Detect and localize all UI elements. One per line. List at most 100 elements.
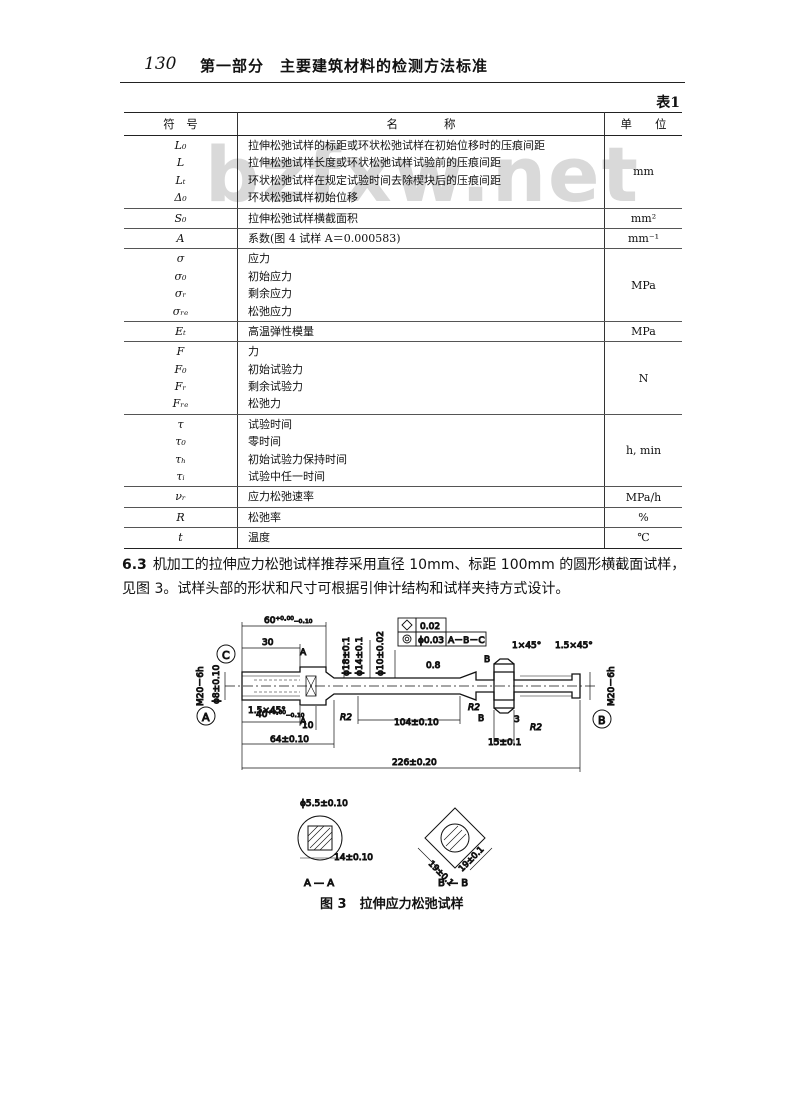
name-cell: 拉伸松弛试样横截面积 <box>237 208 605 229</box>
chamfer-mid: 1×45° <box>512 641 541 651</box>
section-a-top: A <box>300 648 307 658</box>
dia-10: ϕ10±0.02 <box>376 631 386 676</box>
table-row: νᵣ 应力松弛速率 MPa/h <box>124 486 682 508</box>
col-symbol-header: 符 号 <box>124 112 238 136</box>
table-row: S₀ 拉伸松弛试样横截面积 mm² <box>124 208 682 229</box>
name-cell: 松弛率 <box>237 507 605 529</box>
unit-cell: % <box>604 507 682 529</box>
name-text: 松弛力 <box>248 397 281 411</box>
name-text: 剩余应力 <box>248 287 292 301</box>
name-text: 温度 <box>248 531 270 545</box>
name-text: 高温弹性模量 <box>248 324 314 338</box>
section-bb-title: B — B <box>438 878 468 889</box>
name-cell: 应力松弛速率 <box>237 486 605 508</box>
symbol-cell: S₀ <box>124 208 238 229</box>
dim-15: 15±0.1 <box>488 738 521 748</box>
symbol-cell: Eₜ <box>124 321 238 343</box>
tol-runout: ϕ0.03 <box>418 636 444 646</box>
name-cell: 应力初始应力剩余应力松弛应力 <box>237 248 605 322</box>
dim-226: 226±0.20 <box>392 758 437 768</box>
datum-markers <box>196 644 612 729</box>
name-text: 试验时间 <box>248 417 292 431</box>
name-cell: 力初始试验力剩余试验力松弛力 <box>237 341 605 415</box>
dim-30: 30 <box>262 638 274 648</box>
name-text: 系数(图 4 试样 A＝0.000583) <box>248 231 401 245</box>
datum-a-label: A <box>202 711 210 724</box>
table-header-row: 符 号 名 称 单 位 <box>124 112 682 136</box>
section-aa-width: 14±0.10 <box>334 853 373 863</box>
section-bb-width-2: 19±0.1 <box>457 845 486 874</box>
thread-right: M20－6h <box>607 666 617 706</box>
name-text: 环状松弛试样初始位移 <box>248 191 358 205</box>
radius-1: R2 <box>340 713 352 723</box>
chamfer-left: 1.5×45° <box>248 706 286 716</box>
roughness: 0.8 <box>426 661 441 671</box>
symbol-text: R <box>176 510 185 524</box>
unit-cell: mm⁻¹ <box>604 228 682 250</box>
table-row: Eₜ 高温弹性模量 MPa <box>124 321 682 343</box>
dim-60: 60⁺⁰·⁰⁰₋₀.₁₀ <box>264 616 313 626</box>
tol-datum: A－B－C <box>448 636 485 646</box>
unit-cell: mm² <box>604 208 682 229</box>
symbol-cell: A <box>124 228 238 250</box>
symbol-text: t <box>178 531 183 545</box>
thread-left: M20－6h <box>196 666 206 706</box>
unit-cell: ℃ <box>604 527 682 549</box>
section-b-bottom: B <box>478 714 484 724</box>
unit-cell: MPa/h <box>604 486 682 508</box>
name-text: 试验中任一时间 <box>248 470 325 484</box>
specimen-outline <box>241 658 581 714</box>
name-text: 拉伸松弛试样横截面积 <box>248 211 358 225</box>
section-aa-dia: ϕ5.5±0.10 <box>300 799 348 809</box>
table-row: A 系数(图 4 试样 A＝0.000583) mm⁻¹ <box>124 228 682 250</box>
section-b-top: B <box>484 655 490 665</box>
symbol-text: Fᵣ <box>174 380 187 394</box>
symbol-text: A <box>176 231 185 245</box>
symbol-text: σ₀ <box>174 269 187 283</box>
name-text: 初始试验力 <box>248 362 303 376</box>
symbol-text: τ <box>177 417 184 431</box>
name-text: 力 <box>248 345 259 359</box>
name-cell: 温度 <box>237 527 605 549</box>
table-caption: 表1 <box>656 95 680 111</box>
symbol-text: σᵣₑ <box>172 304 189 318</box>
name-text: 应力 <box>248 252 270 266</box>
radius-2: R2 <box>468 703 480 713</box>
symbol-cell: R <box>124 507 238 529</box>
symbol-text: τₕ <box>175 452 186 466</box>
unit-cell: MPa <box>604 248 682 322</box>
col-name-header: 名 称 <box>237 112 605 136</box>
symbol-text: L₀ <box>174 139 187 152</box>
symbol-cell: t <box>124 527 238 549</box>
unit-cell: mm <box>604 135 682 209</box>
dia-8: ϕ8±0.10 <box>212 664 222 704</box>
unit-cell: N <box>604 341 682 415</box>
section-aa <box>297 815 343 861</box>
datum-b-label: B <box>598 714 606 727</box>
datum-c-label: C <box>222 649 230 662</box>
name-text: 应力松弛速率 <box>248 490 314 504</box>
unit-cell: MPa <box>604 321 682 343</box>
section-a-bottom: A <box>300 717 307 727</box>
symbol-text: F₀ <box>174 362 187 376</box>
symbol-cell: νᵣ <box>124 486 238 508</box>
symbol-text: L <box>176 156 185 170</box>
unit-cell: h, min <box>604 414 682 488</box>
dia-14: ϕ14±0.1 <box>355 637 365 676</box>
section-bb <box>417 807 493 871</box>
name-text: 初始应力 <box>248 269 292 283</box>
symbol-text: τ₀ <box>175 435 186 449</box>
dim-40: 40⁺⁰·⁰⁰₋₀.₁₀ <box>256 710 305 720</box>
tol-flat: 0.02 <box>420 622 440 632</box>
page-header: 130 第一部分 主要建筑材料的检测方法标准 <box>120 52 685 83</box>
dimension-lines <box>224 622 591 772</box>
table-row: R 松弛率% <box>124 507 682 529</box>
page-number: 130 <box>144 54 177 74</box>
dim-64: 64±0.10 <box>270 735 309 745</box>
symbol-text: σᵣ <box>174 287 187 301</box>
